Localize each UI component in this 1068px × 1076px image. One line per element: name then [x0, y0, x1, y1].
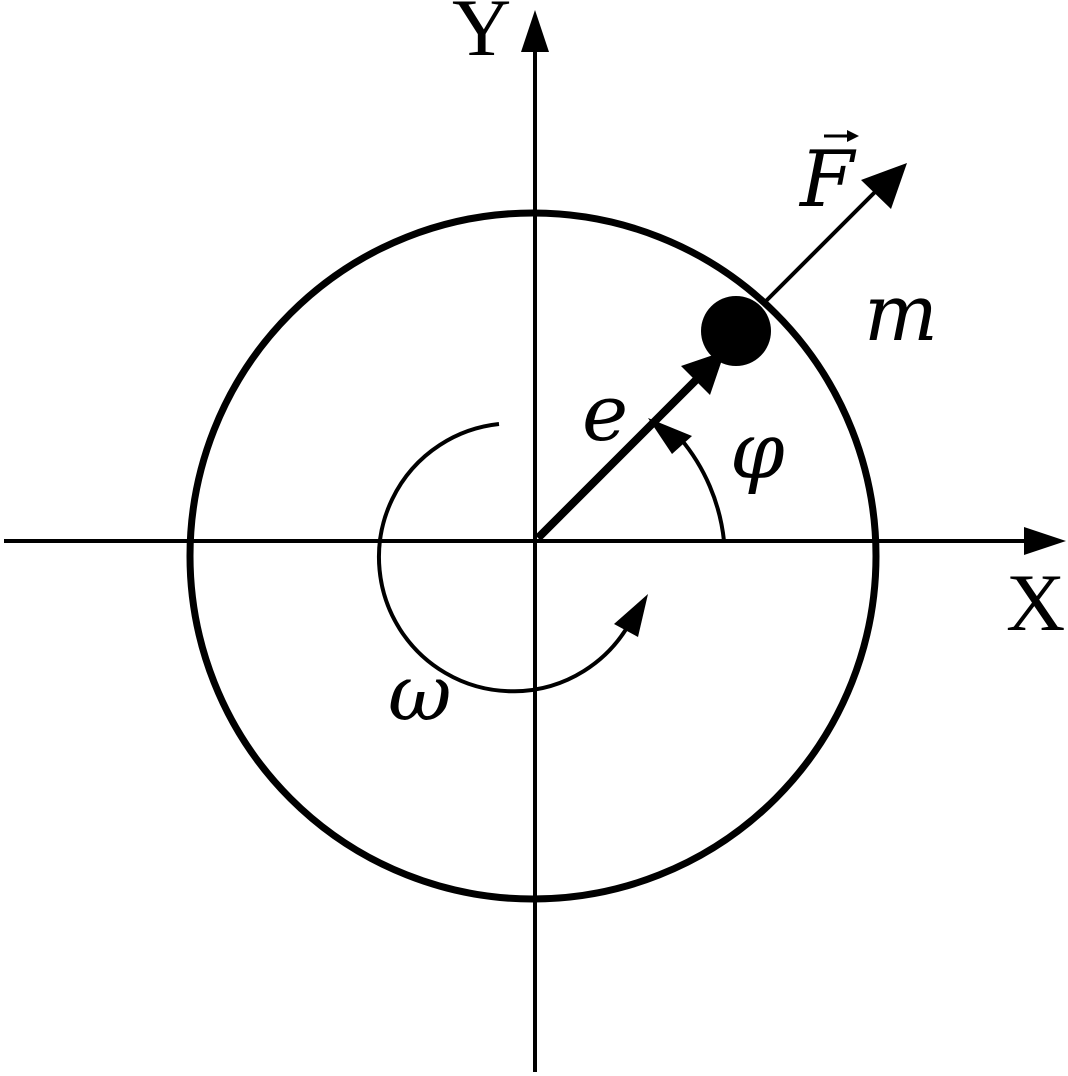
force-vector-line — [764, 183, 884, 303]
angle-phi-label: φ — [730, 407, 785, 497]
eccentricity-vector-line — [535, 375, 701, 541]
eccentricity-label: e — [582, 369, 628, 459]
force-label: F — [798, 135, 857, 225]
force-vector-mark-icon — [847, 130, 859, 142]
force-vector-arrowhead — [861, 163, 907, 209]
x-axis-label: X — [1006, 557, 1065, 648]
angle-phi-arc — [678, 436, 726, 542]
x-axis-arrowhead — [1024, 527, 1066, 555]
angle-phi-arrowhead — [648, 418, 692, 454]
eccentricity-vector-arrowhead — [681, 351, 725, 395]
mass-point — [701, 296, 771, 366]
angular-velocity-arc — [377, 422, 630, 694]
angular-velocity-label: ω — [388, 649, 452, 739]
y-axis-label: Y — [452, 0, 511, 73]
angular-velocity-arrowhead — [614, 594, 648, 637]
y-axis-arrowhead — [521, 10, 549, 52]
mass-label: m — [864, 269, 938, 359]
